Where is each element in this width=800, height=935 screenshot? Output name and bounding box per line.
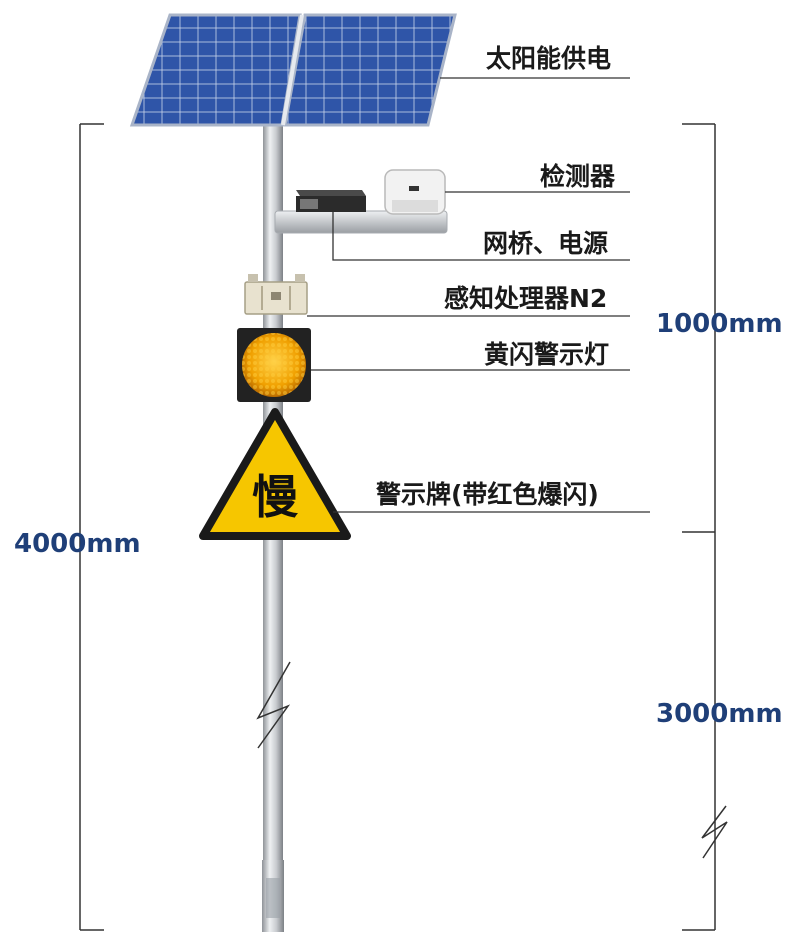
label-sign-board: 警示牌(带红色爆闪) (376, 480, 599, 509)
label-bridge-power: 网桥、电源 (483, 229, 609, 258)
label-detector: 检测器 (540, 162, 616, 191)
bridge-power-box (296, 190, 366, 212)
label-solar: 太阳能供电 (486, 44, 612, 73)
dimension-total: 4000mm (14, 529, 141, 559)
dimension-lower: 3000mm (656, 699, 783, 729)
leader-lines (307, 77, 650, 513)
processor-device (244, 274, 308, 315)
flash-light (237, 328, 311, 402)
dimension-upper: 1000mm (656, 309, 783, 339)
break-symbol-right (701, 805, 728, 859)
sign-character: 慢 (252, 470, 298, 524)
warning-sign (199, 408, 351, 540)
dimension-bracket-right (682, 123, 716, 931)
break-symbol-pole (256, 661, 291, 749)
label-flash-light: 黄闪警示灯 (484, 340, 610, 369)
detector-device (384, 169, 446, 215)
dimension-bracket-4000 (79, 123, 104, 931)
label-processor: 感知处理器N2 (444, 284, 608, 313)
solar-panel (129, 13, 457, 127)
